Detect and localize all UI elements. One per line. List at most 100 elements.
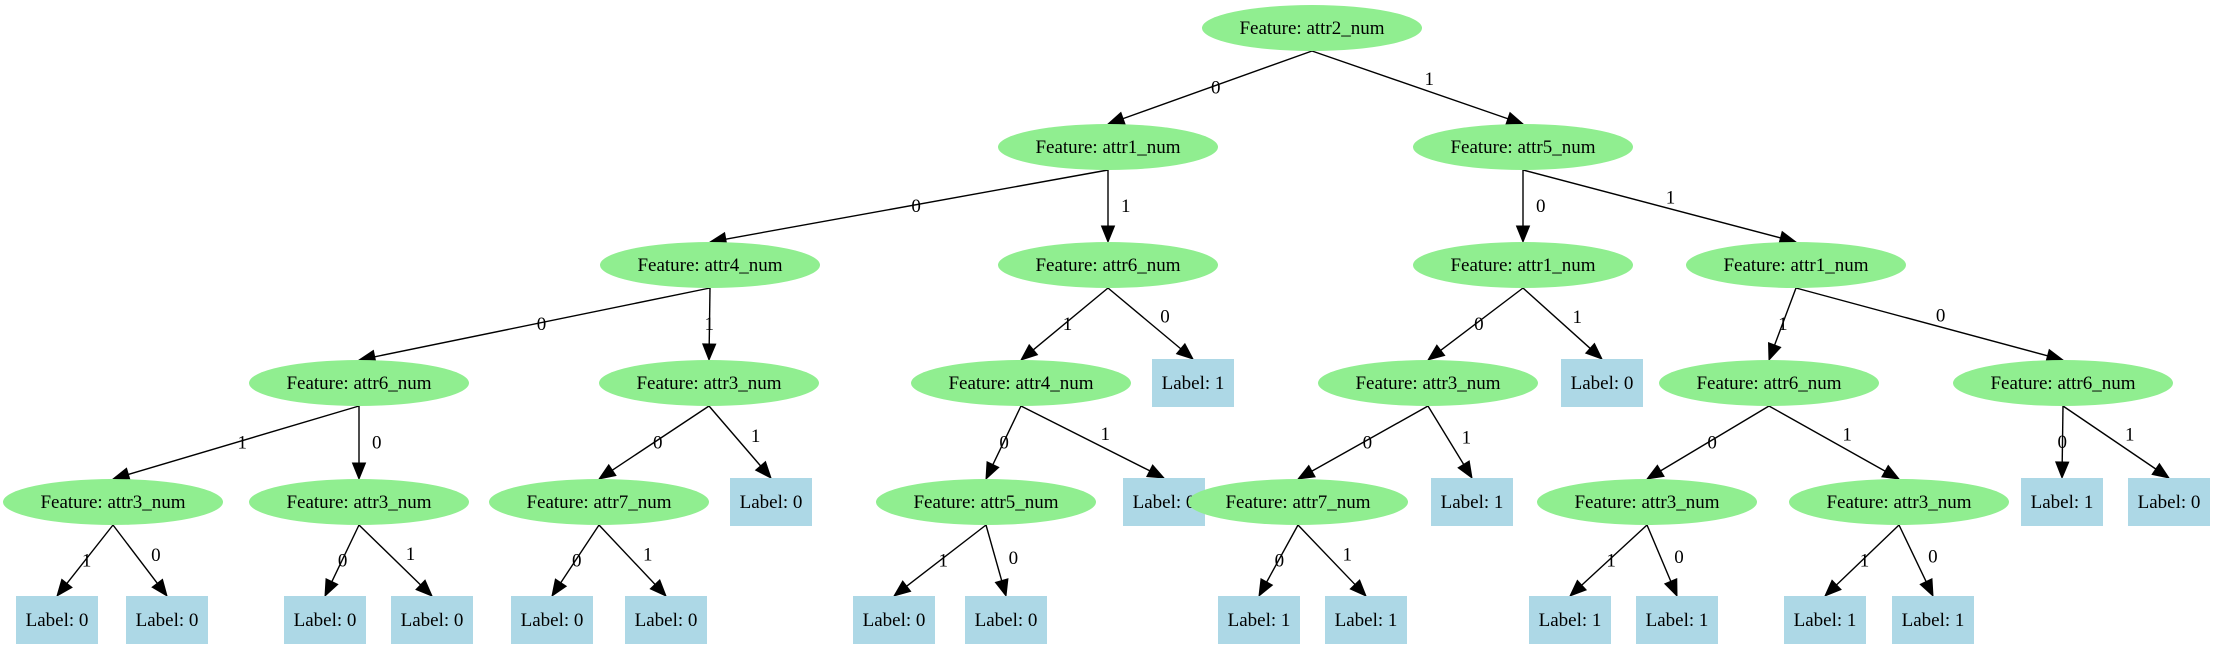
edge-n13-n24: 1 [1768, 405, 1901, 480]
node-label: Label: 1 [1162, 373, 1225, 394]
edge-n8-n18: 1 [708, 405, 772, 480]
feature-ellipse [1188, 479, 1408, 525]
arrowhead-icon [351, 462, 367, 481]
edge-n24-n39: 1 [1824, 524, 1900, 597]
leaf-box [625, 596, 707, 644]
edge-line [331, 524, 360, 582]
edge-label: 0 [1674, 547, 1684, 568]
node-label: Feature: attr3_num [636, 373, 781, 394]
edge-line [1522, 287, 1591, 349]
edge-label: 1 [1666, 187, 1676, 208]
edge-label: 1 [1606, 551, 1616, 572]
arrowhead-icon [2151, 462, 2171, 479]
leaf-node-n40: Label: 1 [1892, 596, 1974, 644]
leaf-node-n30: Label: 0 [391, 596, 473, 644]
arrowhead-icon [1296, 464, 1316, 480]
leaf-box [1636, 596, 1718, 644]
leaf-box [1325, 596, 1407, 644]
arrowhead-icon [1349, 579, 1367, 597]
edge-label: 1 [1842, 425, 1852, 446]
node-label: Label: 1 [1902, 610, 1965, 631]
node-label: Feature: attr1_num [1035, 137, 1180, 158]
edge-n23-n38: 0 [1646, 524, 1684, 598]
feature-ellipse [1413, 242, 1633, 288]
arrowhead-icon [1881, 464, 1901, 480]
node-label: Feature: attr6_num [286, 373, 431, 394]
edge-line [1032, 287, 1109, 351]
leaf-node-n22: Label: 1 [1431, 478, 1513, 526]
node-label: Feature: attr3_num [1355, 373, 1500, 394]
edge-label: 1 [237, 433, 247, 454]
feature-node-n16: Feature: attr3_num [249, 479, 469, 525]
feature-ellipse [1413, 124, 1633, 170]
edge-label: 0 [653, 433, 663, 454]
feature-node-n2: Feature: attr5_num [1413, 124, 1633, 170]
edge-n17-n32: 1 [598, 524, 667, 597]
edge-label: 1 [2125, 425, 2135, 446]
arrowhead-icon [1919, 577, 1934, 598]
edge-label: 0 [1536, 196, 1546, 217]
feature-node-n15: Feature: attr3_num [3, 479, 223, 525]
arrowhead-icon [1515, 225, 1531, 244]
leaf-node-n33: Label: 0 [853, 596, 935, 644]
leaf-node-n12: Label: 0 [1561, 359, 1643, 407]
arrowhead-icon [1100, 225, 1116, 244]
edge-label: 1 [1121, 196, 1131, 217]
edge-n13-n23: 0 [1645, 405, 1770, 480]
arrowhead-icon [2054, 461, 2070, 480]
edge-line [1427, 405, 1465, 465]
node-label: Label: 1 [1794, 610, 1857, 631]
node-label: Label: 0 [521, 610, 584, 631]
edge-n15-n27: 1 [56, 524, 114, 598]
edge-label: 0 [2058, 432, 2068, 453]
edge-line [1522, 169, 1781, 239]
leaf-box [284, 596, 366, 644]
edge-n14-n25: 0 [2054, 405, 2070, 480]
feature-node-n1: Feature: attr1_num [998, 124, 1218, 170]
edge-label: 1 [1342, 544, 1352, 565]
node-label: Feature: attr4_num [637, 255, 782, 276]
edge-n11-n22: 1 [1427, 405, 1473, 480]
node-label: Label: 1 [1539, 610, 1602, 631]
node-label: Label: 0 [294, 610, 357, 631]
edge-line [1311, 50, 1509, 120]
arrowhead-icon [1258, 578, 1274, 598]
leaf-box [2128, 478, 2210, 526]
leaf-box [391, 596, 473, 644]
feature-ellipse [1202, 5, 1422, 51]
edge-line [1795, 287, 2048, 357]
edge-label: 1 [1462, 427, 1472, 448]
node-label: Label: 0 [1571, 373, 1634, 394]
edge-line [66, 524, 114, 584]
feature-ellipse [1953, 360, 2173, 406]
node-label: Label: 0 [401, 610, 464, 631]
leaf-node-n36: Label: 1 [1325, 596, 1407, 644]
edge-line [1660, 405, 1770, 472]
node-label: Label: 1 [1228, 610, 1291, 631]
edge-line [1020, 405, 1151, 472]
arrowhead-icon [1146, 464, 1166, 479]
edge-line [906, 524, 987, 587]
arrowhead-icon [701, 343, 717, 362]
node-label: Feature: attr3_num [40, 492, 185, 513]
edge-n9-n19: 0 [985, 405, 1022, 481]
edge-line [1122, 50, 1313, 120]
feature-node-n23: Feature: attr3_num [1537, 479, 1757, 525]
edge-line [128, 405, 360, 476]
node-label: Feature: attr5_num [913, 492, 1058, 513]
feature-ellipse [3, 479, 223, 525]
edge-label: 1 [939, 551, 949, 572]
node-label: Feature: attr5_num [1450, 137, 1595, 158]
node-label: Label: 0 [975, 610, 1038, 631]
leaf-node-n28: Label: 0 [126, 596, 208, 644]
edge-n7-n15: 1 [111, 405, 360, 482]
edge-line [1836, 524, 1900, 586]
edge-line [560, 524, 600, 584]
leaf-node-n29: Label: 0 [284, 596, 366, 644]
leaf-box [1218, 596, 1300, 644]
edge-line [1440, 287, 1524, 351]
edge-n7-n16: 0 [351, 406, 382, 481]
feature-node-n5: Feature: attr1_num [1413, 242, 1633, 288]
edge-n2-n5: 0 [1515, 170, 1546, 244]
